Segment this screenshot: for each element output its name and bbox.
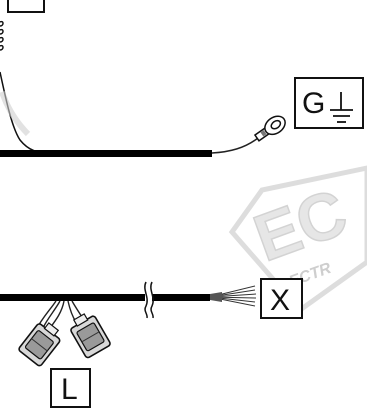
top-partial-box bbox=[7, 0, 45, 13]
cable-break-icon bbox=[144, 281, 154, 319]
top-left-connector-icon bbox=[0, 20, 4, 51]
ground-label: G bbox=[302, 87, 325, 120]
wires-label-box: X bbox=[260, 278, 303, 319]
ground-thin-wire bbox=[211, 137, 259, 154]
main-cable-right bbox=[152, 294, 210, 301]
ground-symbol-icon bbox=[330, 92, 353, 123]
curved-wire bbox=[0, 71, 53, 154]
ring-terminal-icon bbox=[253, 115, 286, 142]
ground-label-box: G bbox=[294, 77, 364, 129]
connector-plug-right-icon bbox=[70, 313, 111, 359]
connector-label: L bbox=[61, 373, 78, 406]
wires-label: X bbox=[270, 284, 290, 317]
connector-plug-left-icon bbox=[18, 322, 61, 367]
ground-cable bbox=[0, 150, 212, 157]
main-cable-left bbox=[0, 294, 145, 301]
connector-label-box: L bbox=[50, 368, 91, 408]
